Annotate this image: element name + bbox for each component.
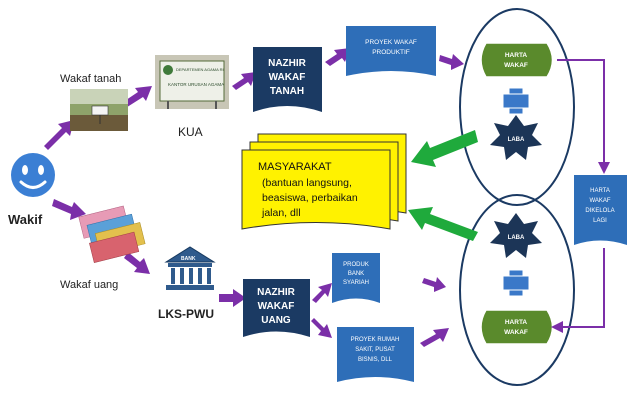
produk-bank-l3: SYARIAH <box>343 280 369 286</box>
harta-wakaf-bottom-shape: HARTA WAKAF <box>480 309 554 345</box>
wakaf-uang-label: Wakaf uang <box>60 279 118 291</box>
harta-top-l2: WAKAF <box>504 62 528 69</box>
kua-sign-photo: DEPARTEMEN AGAMA RI KANTOR URUSAN AGAMA <box>155 55 229 109</box>
loop-line-top <box>557 59 610 174</box>
bottom-ellipse <box>459 194 575 386</box>
dikelola-l2: WAKAF <box>589 198 610 204</box>
wakaf-tanah-label: Wakaf tanah <box>60 73 121 85</box>
kua-sign-line2: KANTOR URUSAN AGAMA <box>168 82 224 87</box>
arrow-produk-to-harta-bottom <box>422 277 446 292</box>
masyarakat-l4: jalan, dll <box>261 207 301 219</box>
nazhir-uang-l2: WAKAF <box>258 301 295 312</box>
nazhir-uang-l3: UANG <box>261 315 291 326</box>
arrow-proyek-to-harta-top <box>439 54 464 70</box>
arrow-wakif-to-uang <box>52 199 86 220</box>
dikelola-l1: HARTA <box>590 188 610 194</box>
dikelola-l4: LAGI <box>593 218 607 224</box>
arrow-nazhir-uang-to-proyek-rumah <box>311 318 332 338</box>
proyek-produktif-l2: PRODUKTIF <box>372 49 410 56</box>
laba-bottom-label: LABA <box>508 235 525 241</box>
arrow-uang-to-lks <box>124 252 150 274</box>
nazhir-tanah-l2: WAKAF <box>269 72 306 83</box>
masyarakat-l2: (bantuan langsung, <box>262 177 352 189</box>
proyek-rumah-sakit-box: PROYEK RUMAH SAKIT, PUSAT BISNIS, DLL <box>337 327 414 382</box>
masyarakat-l3: beasiswa, perbaikan <box>262 192 358 204</box>
proyek-wakaf-produktif-box: PROYEK WAKAF PRODUKTIF <box>346 26 436 76</box>
harta-wakaf-top-shape: HARTA WAKAF <box>480 42 554 78</box>
kua-label: KUA <box>178 125 203 139</box>
arrow-nazhir-uang-to-produk <box>312 283 332 303</box>
wakif-label: Wakif <box>8 212 43 227</box>
proyek-rumah-l3: BISNIS, DLL <box>358 357 393 363</box>
laba-top-label: LABA <box>508 137 525 143</box>
nazhir-tanah-l3: TANAH <box>270 86 304 97</box>
laba-bottom-star: LABA <box>490 213 542 258</box>
top-ellipse <box>459 8 575 206</box>
green-arrow-bottom <box>408 207 478 241</box>
harta-dikelola-box: HARTA WAKAF DIKELOLA LAGI <box>574 175 627 245</box>
produk-bank-l1: PRODUK <box>343 262 369 268</box>
produk-bank-syariah-box: PRODUK BANK SYARIAH <box>332 253 380 303</box>
bank-sign-text: BANK <box>181 256 196 262</box>
kua-sign-line1: DEPARTEMEN AGAMA RI <box>176 67 224 72</box>
masyarakat-l1: MASYARAKAT <box>258 161 332 173</box>
arrow-lks-to-nazhir-uang <box>219 289 246 307</box>
masyarakat-doc-stack: MASYARAKAT (bantuan langsung, beasiswa, … <box>241 133 407 230</box>
loop-line-bottom <box>551 248 605 333</box>
plus-bottom-icon <box>502 269 530 297</box>
bank-icon: BANK <box>164 246 216 290</box>
proyek-rumah-l1: PROYEK RUMAH <box>351 337 400 343</box>
land-photo <box>70 89 128 131</box>
harta-bottom-l1: HARTA <box>505 319 528 326</box>
harta-top-l1: HARTA <box>505 52 528 59</box>
produk-bank-l2: BANK <box>348 271 364 277</box>
arrow-rumah-to-harta-bottom <box>420 328 449 347</box>
lks-label: LKS-PWU <box>158 307 214 321</box>
plus-top-icon <box>502 87 530 115</box>
harta-bottom-l2: WAKAF <box>504 329 528 336</box>
nazhir-wakaf-tanah-box: NAZHIR WAKAF TANAH <box>253 47 322 112</box>
green-arrow-top <box>411 130 478 167</box>
arrow-nazhir-tanah-to-proyek <box>325 48 350 66</box>
arrow-kua-to-nazhir-tanah <box>232 72 256 90</box>
nazhir-wakaf-uang-box: NAZHIR WAKAF UANG <box>243 279 310 337</box>
nazhir-uang-l1: NAZHIR <box>257 287 296 298</box>
arrow-wakif-to-tanah <box>44 120 74 150</box>
laba-top-star: LABA <box>490 115 542 160</box>
proyek-produktif-l1: PROYEK WAKAF <box>365 39 417 46</box>
wakif-smiley-icon <box>11 153 55 197</box>
money-photo <box>78 205 146 263</box>
proyek-rumah-l2: SAKIT, PUSAT <box>355 347 395 353</box>
nazhir-tanah-l1: NAZHIR <box>268 58 307 69</box>
dikelola-l3: DIKELOLA <box>585 208 614 214</box>
